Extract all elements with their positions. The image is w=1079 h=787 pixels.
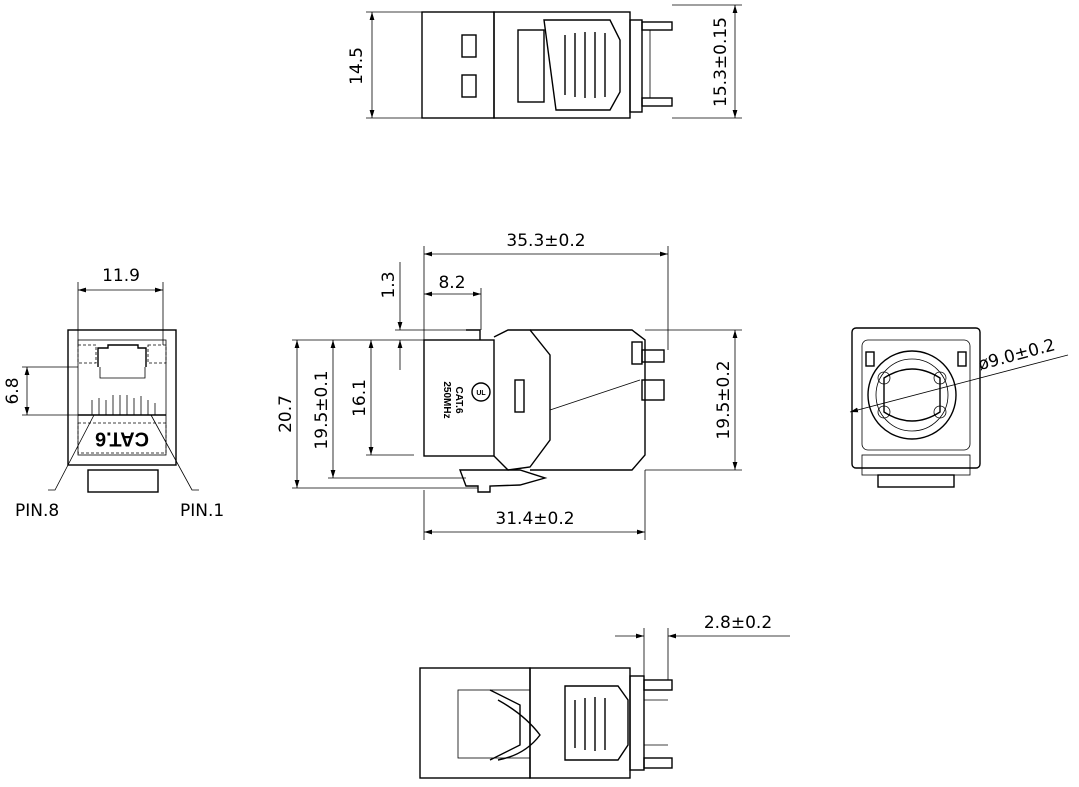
top-view: 14.5 15.3±0.15 bbox=[347, 4, 742, 119]
dim-35-3: 35.3±0.2 bbox=[506, 231, 585, 251]
ul-logo-icon bbox=[471, 382, 491, 402]
front-view: CAT.6 11.9 6.8 PIN.8 PIN.1 bbox=[3, 266, 224, 521]
side-view: UL CAT.6 250MHz 35.3±0.2 8.2 1.3 20.7 19… bbox=[276, 231, 742, 540]
label-pin1: PIN.1 bbox=[180, 501, 224, 521]
dim-6-8: 6.8 bbox=[3, 377, 23, 404]
dim-8-2: 8.2 bbox=[438, 273, 465, 293]
bottom-view: 2.8±0.2 bbox=[419, 613, 790, 779]
ul-logo-text: UL bbox=[476, 390, 486, 397]
dim-16-1: 16.1 bbox=[350, 379, 370, 417]
dim-19-5-rear: 19.5±0.2 bbox=[714, 360, 734, 439]
dim-2-8: 2.8±0.2 bbox=[704, 613, 772, 633]
dim-15-3: 15.3±0.15 bbox=[711, 17, 731, 107]
dim-14-5: 14.5 bbox=[347, 47, 367, 85]
dim-31-4: 31.4±0.2 bbox=[495, 509, 574, 529]
dim-diameter-9-0: ø9.0±0.2 bbox=[976, 335, 1057, 375]
dim-19-5-body: 19.5±0.1 bbox=[312, 370, 332, 449]
side-marking-cat6: CAT.6 bbox=[453, 386, 464, 413]
dim-11-9: 11.9 bbox=[102, 266, 140, 286]
rear-view: ø9.0±0.2 bbox=[849, 327, 1069, 488]
front-marking-cat6: CAT.6 bbox=[95, 428, 149, 450]
label-pin8: PIN.8 bbox=[15, 501, 59, 521]
side-marking-250mhz: 250MHz bbox=[441, 381, 452, 418]
dim-20-7: 20.7 bbox=[276, 395, 296, 433]
dim-1-3: 1.3 bbox=[379, 271, 399, 298]
